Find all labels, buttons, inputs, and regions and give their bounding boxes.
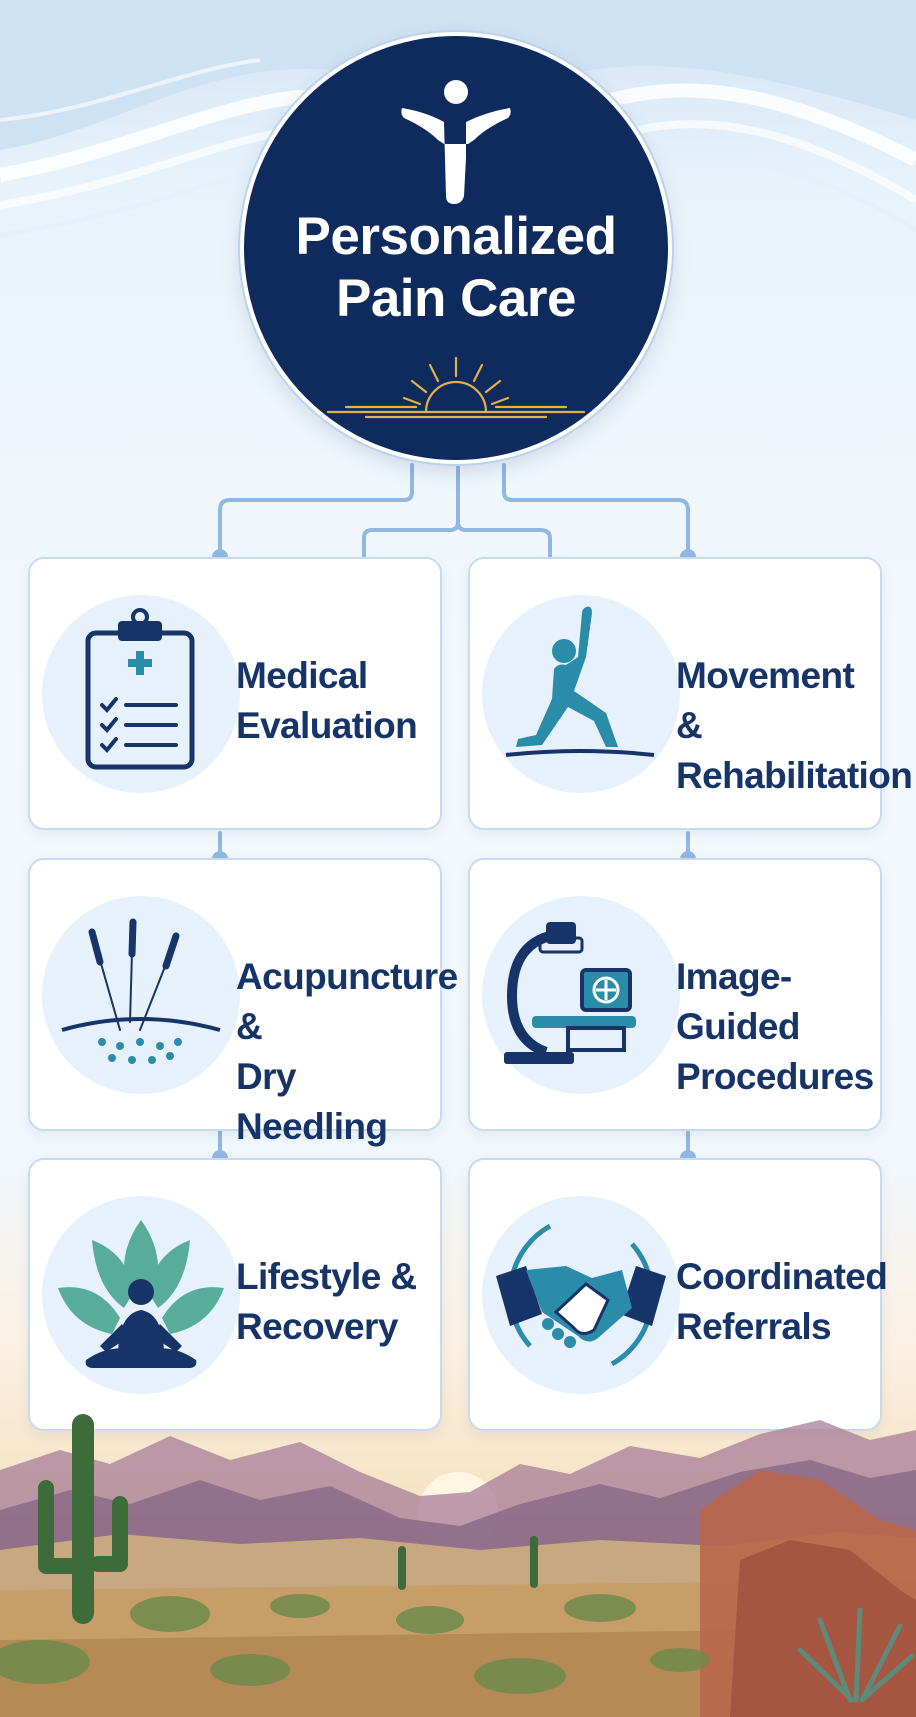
card-lifestyle-recovery[interactable]: Lifestyle & Recovery [28,1158,442,1431]
hub-circle: Personalized Pain Care [244,36,668,460]
icon-badge [42,896,240,1094]
card-label: Movement & Rehabilitation [676,655,913,796]
card-movement-rehabilitation[interactable]: Movement & Rehabilitation [468,557,913,830]
card-label: Lifestyle & Recovery [236,1256,417,1347]
icon-badge [42,595,240,793]
card-medical-evaluation[interactable]: Medical Evaluation [28,557,442,830]
icon-badge [482,896,680,1094]
person-raised-arms-icon [401,80,511,204]
card-image-guided-procedures[interactable]: Image-Guided Procedures [468,858,882,1131]
lotus-meditation-icon [58,1220,224,1368]
card-acupuncture-dry-needling[interactable]: Acupuncture & Dry Needling [28,858,458,1147]
c-arm-imaging-icon [504,922,636,1064]
acupuncture-needles-icon [61,918,221,1064]
rising-sun-icon [326,356,586,419]
card-label: Coordinated Referrals [676,1256,888,1347]
card-label: Acupuncture & Dry Needling [236,956,458,1147]
handshake-icon [496,1223,666,1367]
card-label: Medical Evaluation [236,655,418,746]
icon-badge [482,595,680,793]
icon-badge [42,1196,240,1394]
card-label: Image-Guided Procedures [676,956,874,1097]
hub-title: Personalized Pain Care [295,207,617,328]
clipboard-checklist-icon [85,608,195,770]
stretching-figure-icon [505,606,655,757]
icon-badge [482,1196,680,1394]
card-coordinated-referrals[interactable]: Coordinated Referrals [468,1158,888,1431]
desert-landscape [0,1414,916,1717]
